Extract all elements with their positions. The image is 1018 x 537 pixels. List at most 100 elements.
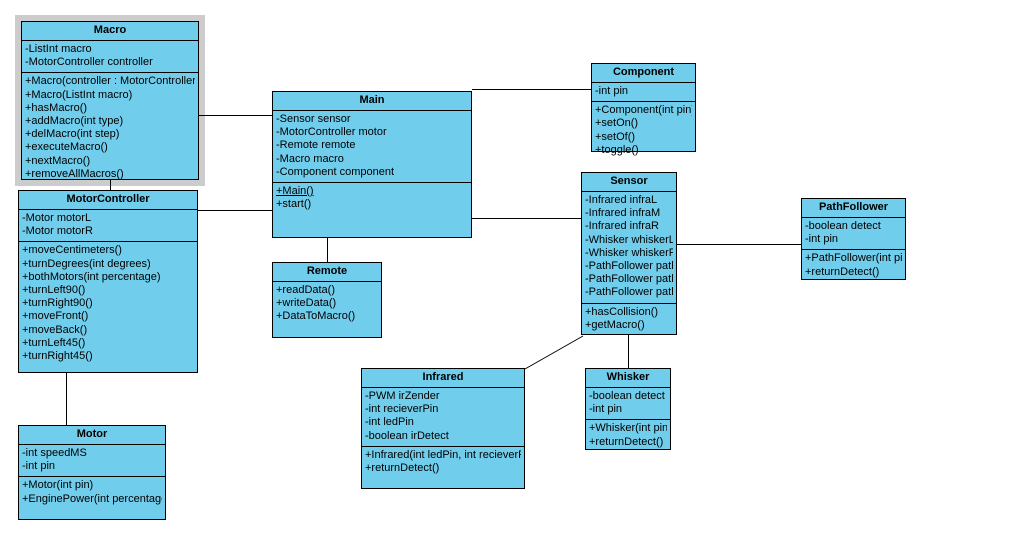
- operations-compartment-motor: +Motor(int pin)+EnginePower(int percenta…: [19, 477, 165, 508]
- attribute: -int speedMS: [22, 447, 87, 459]
- connector-main-remote[interactable]: [327, 238, 328, 262]
- operation: +moveBack(): [22, 323, 88, 336]
- attributes-compartment-sensor: -Infrared infraL-Infrared infraM-Infrare…: [582, 192, 676, 304]
- class-name-sensor: Sensor: [582, 173, 676, 192]
- attribute: -MotorController controller: [25, 56, 153, 69]
- class-name-macro: Macro: [22, 22, 198, 41]
- class-name-whisker: Whisker: [586, 369, 670, 388]
- class-box-motor[interactable]: Motor-int speedMS-int pin+Motor(int pin)…: [18, 425, 166, 520]
- attribute: -PathFollower pathR: [585, 286, 673, 299]
- operation: +PathFollower(int pin): [805, 252, 902, 265]
- class-box-motorcontroller[interactable]: MotorController-Motor motorL-Motor motor…: [18, 190, 198, 373]
- attribute: -PWM irZender: [365, 390, 440, 402]
- attribute: -int pin: [589, 403, 623, 416]
- connector-motorcontroller-motor[interactable]: [66, 373, 67, 425]
- connector-main-sensor[interactable]: [472, 218, 581, 219]
- attribute: -MotorController motor: [276, 126, 387, 139]
- operation: +writeData(): [276, 297, 337, 310]
- operation: +turnDegrees(int degrees): [22, 257, 151, 270]
- class-box-component[interactable]: Component-int pin+Component(int pin)+set…: [591, 63, 696, 156]
- attribute: -int pin: [805, 233, 839, 246]
- operations-compartment-whisker: +Whisker(int pin)+returnDetect(): [586, 420, 670, 451]
- attributes-compartment-pathfollower: -boolean detect-int pin: [802, 218, 905, 251]
- operation: +readData(): [276, 284, 336, 296]
- connector-macro-motorcontroller[interactable]: [110, 180, 111, 190]
- connector-sensor-whisker[interactable]: [628, 335, 629, 368]
- attribute: -PathFollower pathL: [585, 260, 673, 273]
- attribute: -boolean detect: [805, 220, 881, 232]
- operations-compartment-macro: +Macro(controller : MotorController)+Mac…: [22, 73, 198, 184]
- attributes-compartment-macro: -ListInt macro-MotorController controlle…: [22, 41, 198, 74]
- operation: +nextMacro(): [25, 154, 91, 167]
- attributes-compartment-component: -int pin: [592, 83, 695, 103]
- operation: +turnRight90(): [22, 297, 93, 310]
- attribute: -int recieverPin: [365, 403, 439, 416]
- class-box-infrared[interactable]: Infrared-PWM irZender-int recieverPin-in…: [361, 368, 525, 489]
- class-name-motorcontroller: MotorController: [19, 191, 197, 210]
- operation: +setOn(): [595, 117, 639, 130]
- operation-static: +Main(): [276, 185, 314, 198]
- attribute: -Remote remote: [276, 139, 356, 152]
- attribute: -Whisker whiskerL: [585, 233, 673, 246]
- attribute: -Motor motorR: [22, 225, 93, 238]
- attribute: -Infrared infraR: [585, 220, 659, 233]
- class-box-whisker[interactable]: Whisker-boolean detect-int pin+Whisker(i…: [585, 368, 671, 450]
- operation: +toggle(): [595, 143, 639, 156]
- operation: +turnLeft90(): [22, 284, 86, 297]
- class-box-pathfollower[interactable]: PathFollower-boolean detect-int pin+Path…: [801, 198, 906, 280]
- class-box-sensor[interactable]: Sensor-Infrared infraL-Infrared infraM-I…: [581, 172, 677, 335]
- operation: +setOf(): [595, 130, 636, 143]
- attribute: -ListInt macro: [25, 43, 92, 55]
- attribute: -Infrared infraL: [585, 194, 658, 206]
- operations-compartment-motorcontroller: +moveCentimeters()+turnDegrees(int degre…: [19, 242, 197, 366]
- operations-compartment-sensor: +hasCollision()+getMacro(): [582, 304, 676, 335]
- operation: +returnDetect(): [805, 265, 880, 278]
- attributes-compartment-motor: -int speedMS-int pin: [19, 445, 165, 478]
- attribute: -int ledPin: [365, 416, 414, 429]
- class-box-main[interactable]: Main-Sensor sensor-MotorController motor…: [272, 91, 472, 238]
- operation: +Motor(int pin): [22, 479, 94, 492]
- connector-sensor-pathfollower[interactable]: [677, 244, 801, 245]
- class-box-remote[interactable]: Remote+readData()+writeData()+DataToMacr…: [272, 262, 382, 338]
- connector-main-component[interactable]: [472, 89, 591, 90]
- operation: +executeMacro(): [25, 141, 108, 154]
- class-name-motor: Motor: [19, 426, 165, 445]
- operation: +EnginePower(int percentage): [22, 492, 162, 505]
- attribute: -Sensor sensor: [276, 113, 351, 125]
- operation: +turnLeft45(): [22, 336, 86, 349]
- operation: +getMacro(): [585, 318, 645, 331]
- operation: +Component(int pin): [595, 104, 692, 117]
- connector-motorcontroller-main[interactable]: [198, 210, 272, 211]
- class-name-main: Main: [273, 92, 471, 111]
- attribute: -boolean irDetect: [365, 429, 449, 442]
- operations-compartment-infrared: +Infrared(int ledPin, int recieverPin)+r…: [362, 447, 524, 478]
- attribute: -Macro macro: [276, 152, 344, 165]
- operation: +turnRight45(): [22, 350, 93, 363]
- operation: +removeAllMacros(): [25, 167, 124, 180]
- attributes-compartment-motorcontroller: -Motor motorL-Motor motorR: [19, 210, 197, 243]
- attributes-compartment-infrared: -PWM irZender-int recieverPin-int ledPin…: [362, 388, 524, 447]
- operation: +Whisker(int pin): [589, 422, 667, 435]
- connector-sensor-infrared[interactable]: [524, 335, 585, 371]
- attribute: -Motor motorL: [22, 212, 92, 224]
- attributes-compartment-main: -Sensor sensor-MotorController motor-Rem…: [273, 111, 471, 184]
- operation: +start(): [276, 198, 312, 211]
- operation: +bothMotors(int percentage): [22, 270, 161, 283]
- operations-compartment-component: +Component(int pin)+setOn()+setOf()+togg…: [592, 102, 695, 160]
- class-box-macro[interactable]: Macro-ListInt macro-MotorController cont…: [21, 21, 199, 180]
- operation: +DataToMacro(): [276, 310, 356, 323]
- operation: +returnDetect(): [365, 462, 440, 475]
- connector-macro-main[interactable]: [199, 115, 272, 116]
- attribute: -Infrared infraM: [585, 207, 661, 220]
- attribute: -int pin: [595, 85, 629, 97]
- attribute: -Component component: [276, 165, 395, 178]
- attribute: -boolean detect: [589, 390, 665, 402]
- operation: +hasCollision(): [585, 305, 659, 318]
- attributes-compartment-whisker: -boolean detect-int pin: [586, 388, 670, 421]
- operation: +delMacro(int step): [25, 128, 120, 141]
- class-name-infrared: Infrared: [362, 369, 524, 388]
- attribute: -Whisker whiskerR: [585, 246, 673, 259]
- operations-compartment-remote: +readData()+writeData()+DataToMacro(): [273, 282, 381, 327]
- class-name-pathfollower: PathFollower: [802, 199, 905, 218]
